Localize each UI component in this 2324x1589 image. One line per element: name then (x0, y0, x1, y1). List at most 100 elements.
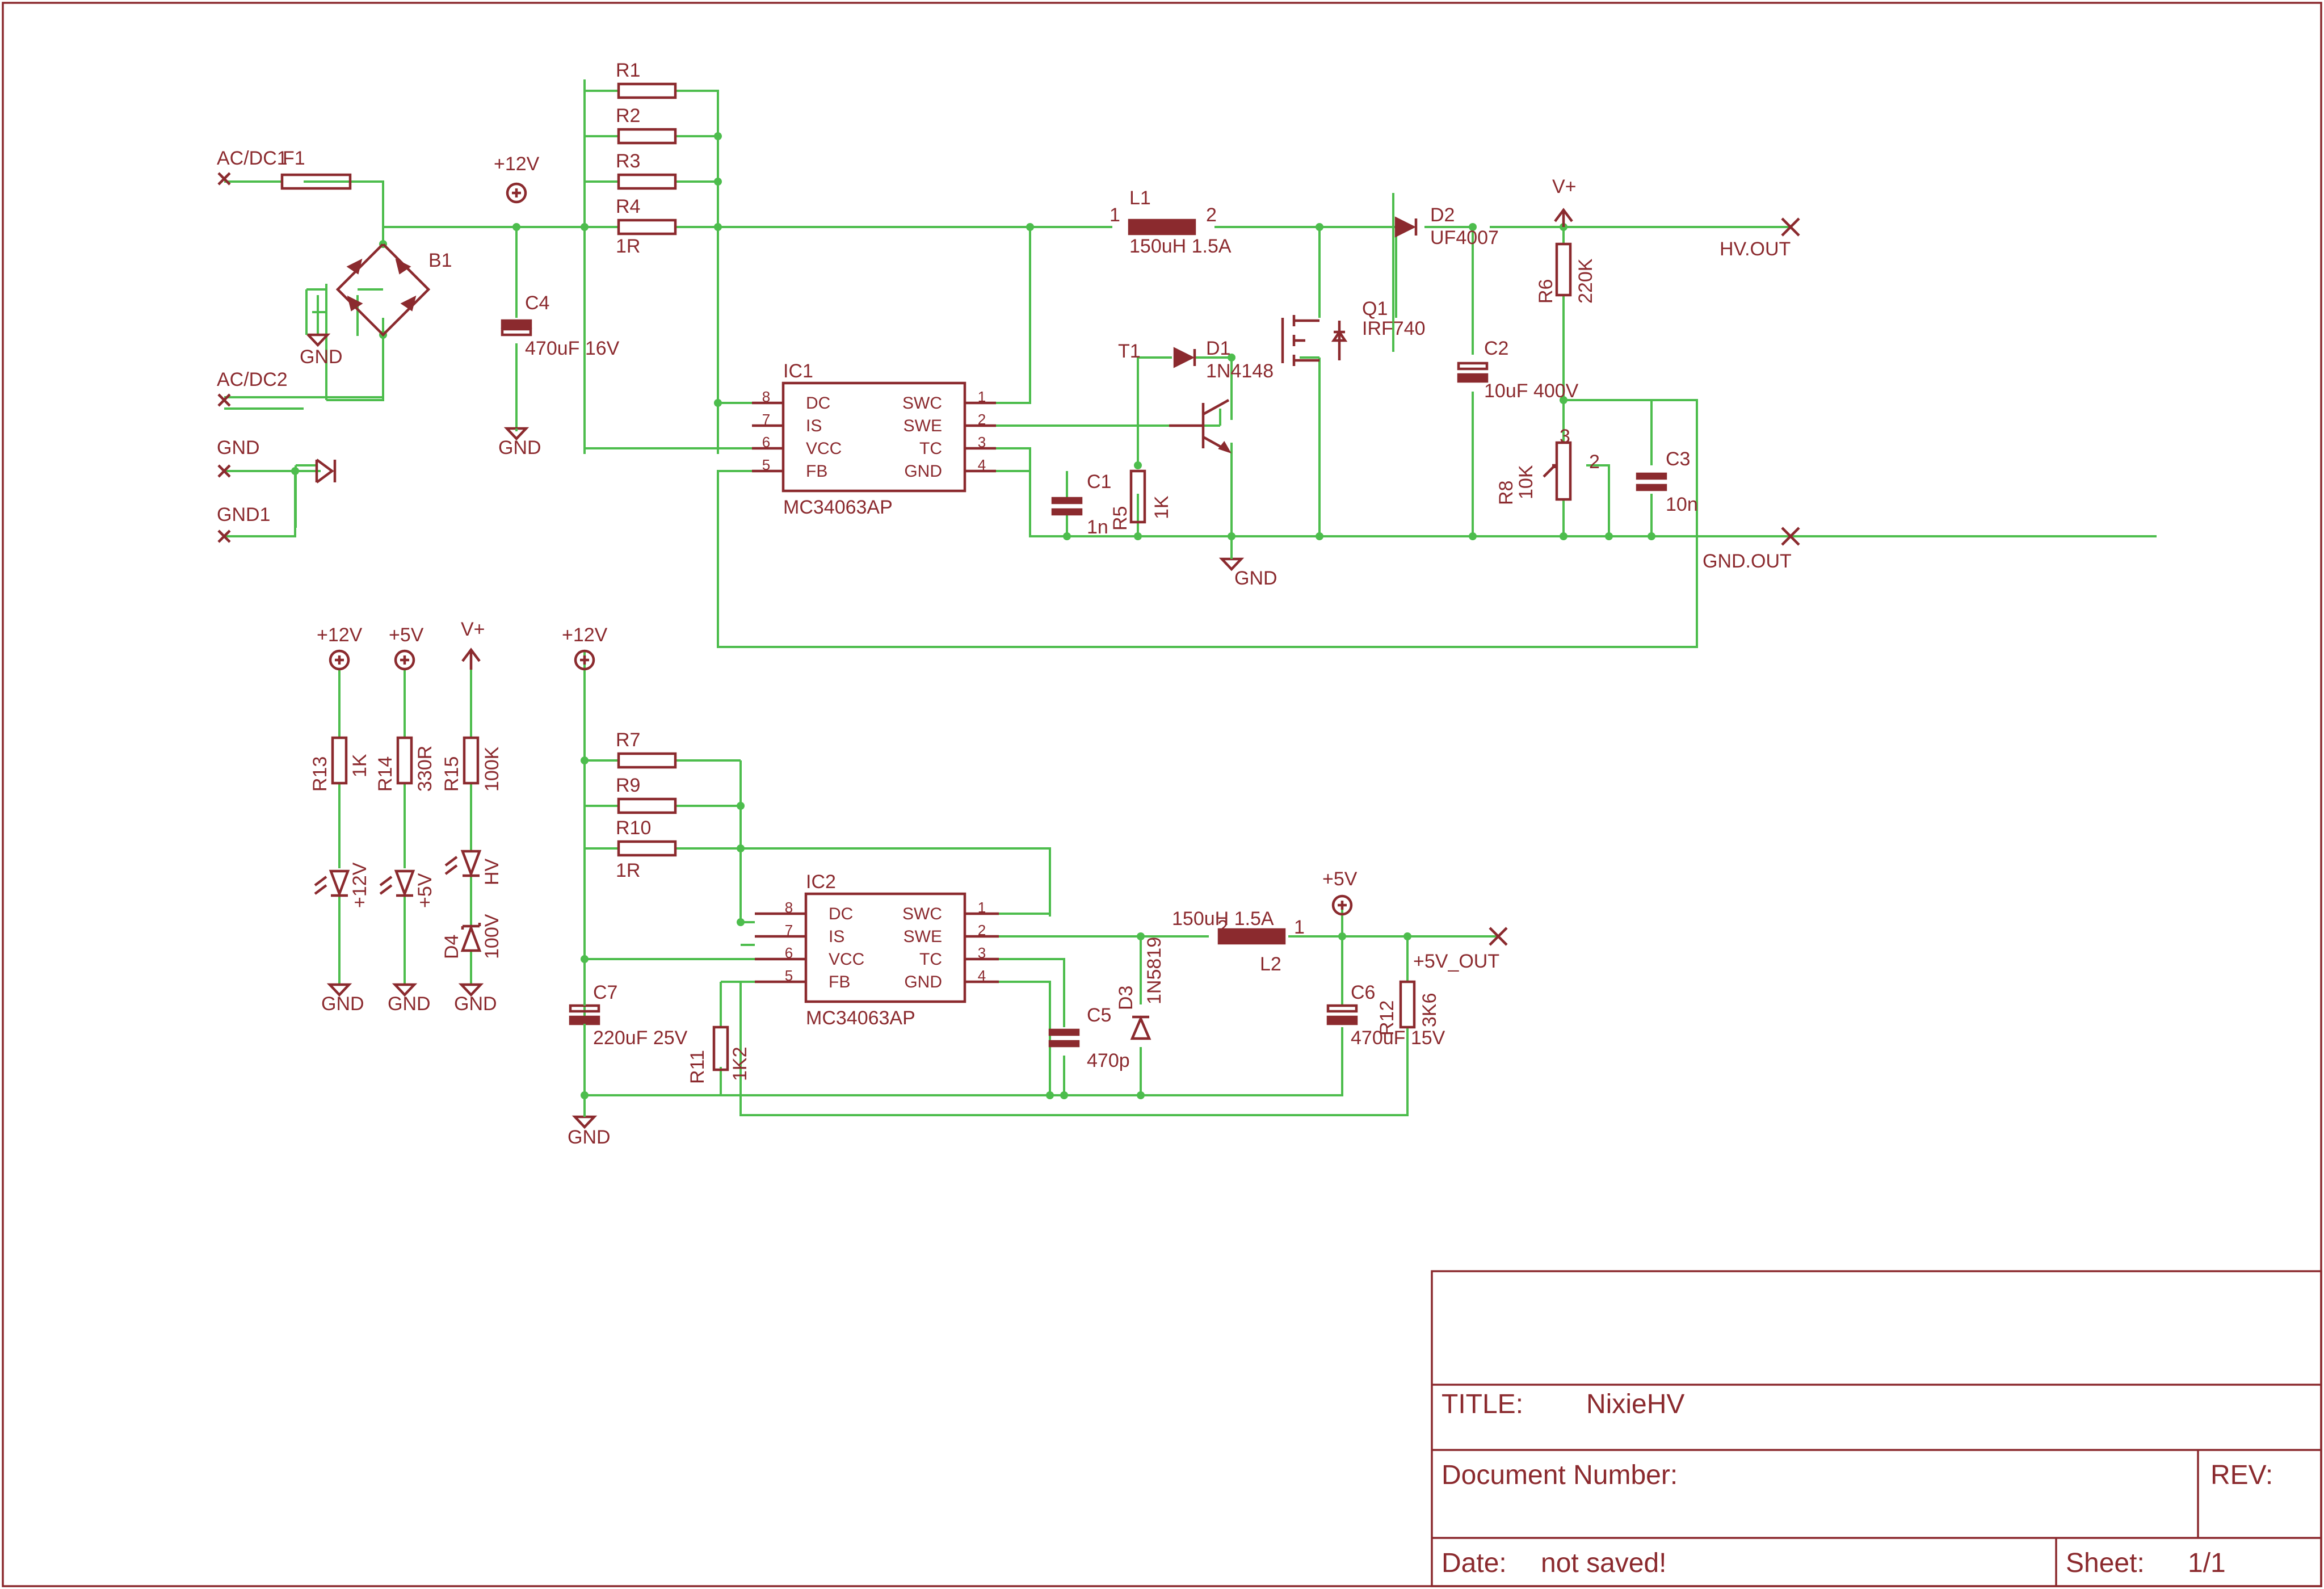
fuse-f1 (280, 173, 352, 190)
capacitor-c4 (501, 319, 532, 337)
label-12v-top: +12V (494, 153, 540, 175)
label-c3: C3 (1666, 448, 1690, 470)
vplus-flag-top (1554, 208, 1573, 227)
label-t1: T1 (1118, 340, 1141, 362)
label-c7-val: 220uF 25V (593, 1027, 688, 1049)
ic2-pin-number-left: 5 (785, 967, 793, 984)
ic1-body (781, 381, 966, 493)
ic2-pin-number-right: 4 (978, 967, 986, 984)
label-vplus-led: V+ (461, 619, 485, 640)
resistors-r1-r4 (617, 82, 677, 236)
resistor-r5 (1129, 469, 1146, 524)
label-led-12v: +12V (349, 862, 371, 908)
label-5v-out-flag: +5V (1322, 868, 1358, 890)
ic2-pin-number-left: 6 (785, 944, 793, 961)
label-d2-val: UF4007 (1430, 227, 1499, 249)
label-led-5v: +5V (414, 873, 436, 908)
ic2-pin-name-left: DC (829, 905, 853, 923)
label-r7: R7 (616, 729, 640, 751)
title-label: TITLE: (1442, 1389, 1523, 1419)
label-c3-val: 10n (1666, 494, 1698, 515)
vplus-flag-led (461, 648, 481, 670)
label-r14-val: 330R (414, 746, 436, 792)
ic2-pin-name-left: VCC (829, 950, 864, 969)
ic2-pin-name-right: SWC (902, 905, 942, 923)
ic1-pin-number-right: 4 (978, 456, 986, 473)
label-r8-pin2: 2 (1589, 451, 1600, 473)
resistor-r12 (1399, 980, 1416, 1029)
ic1-pin-number-right: 1 (978, 388, 986, 405)
label-l1-val: 150uH 1.5A (1129, 236, 1232, 257)
label-c2: C2 (1484, 338, 1508, 359)
label-r15: R15 (441, 756, 463, 792)
inductor-l1 (1128, 218, 1196, 236)
label-gnd-out: GND.OUT (1703, 550, 1792, 572)
ic2-pin-name-left: IS (829, 927, 844, 946)
label-led-hv: HV (481, 858, 503, 885)
date-value: not saved! (1541, 1548, 1666, 1578)
mosfet-q1 (1281, 315, 1348, 366)
ic1-pin-number-left: 6 (762, 434, 770, 451)
label-gnd-c4: GND (498, 437, 541, 459)
label-l2-val: 150uH 1.5A (1172, 908, 1274, 930)
sheet-value: 1/1 (2188, 1548, 2226, 1578)
label-r11: R11 (687, 1050, 708, 1084)
label-gnd-ic2: GND (568, 1126, 611, 1148)
ic2-pin-number-left: 8 (785, 899, 793, 916)
label-d4: D4 (441, 935, 463, 959)
label-c6-val: 470uF 15V (1351, 1027, 1445, 1049)
label-l1: L1 (1129, 187, 1151, 209)
label-ic1-part: MC34063AP (783, 497, 893, 518)
label-r6-val: 220K (1575, 258, 1596, 304)
date-label: Date: (1442, 1548, 1507, 1578)
nets (224, 79, 2157, 1116)
label-r3: R3 (616, 150, 640, 172)
capacitor-c2 (1457, 361, 1489, 383)
ic2-pin-number-right: 1 (978, 899, 986, 916)
ic1-pin-name-left: DC (806, 394, 830, 413)
ic1-pins (752, 401, 996, 473)
ic1-pin-name-right: SWC (902, 394, 942, 413)
ic1-pin-number-left: 5 (762, 456, 770, 473)
power-flag-5v-led (394, 649, 415, 671)
ic2-pin-name-right: SWE (903, 927, 942, 946)
label-d3-val: 1N5819 (1144, 937, 1165, 1004)
ic2-pin-name-left: FB (829, 973, 850, 991)
ic1-pin-name-right: SWE (903, 417, 942, 435)
led-symbols (314, 850, 482, 898)
label-l2: L2 (1260, 953, 1281, 975)
label-l2-pin2: 2 (1217, 917, 1228, 938)
connector-marks (217, 172, 1800, 946)
label-d2: D2 (1430, 204, 1455, 226)
label-acdc1: AC/DC1 (217, 148, 288, 169)
label-r1: R1 (616, 60, 640, 81)
label-ic2-part: MC34063AP (806, 1007, 915, 1029)
power-flag-12v-top (506, 182, 527, 204)
label-q1: Q1 (1362, 298, 1388, 320)
ic2-pin-number-right: 2 (978, 922, 986, 939)
label-r8: R8 (1495, 481, 1517, 505)
ic1-pin-number-left: 8 (762, 388, 770, 405)
ic2-pin-number-right: 3 (978, 944, 986, 961)
resistor-r11 (712, 1025, 729, 1071)
label-r2: R2 (616, 105, 640, 127)
label-c4-val: 470uF 16V (525, 338, 620, 359)
ic1-pin-number-right: 3 (978, 434, 986, 451)
label-l1-pin1: 1 (1110, 204, 1120, 226)
gnd-flag-input (315, 459, 337, 484)
label-c2-val: 10uF 400V (1484, 380, 1579, 402)
potentiometer-r8 (1543, 441, 1572, 501)
rev-label: REV: (2210, 1460, 2273, 1490)
label-d3: D3 (1115, 986, 1137, 1010)
ic1-pin-name-left: IS (806, 417, 822, 435)
label-c6: C6 (1351, 982, 1375, 1003)
label-q1-val: IRF740 (1362, 318, 1426, 339)
diode-d2 (1394, 216, 1418, 238)
capacitor-c5 (1048, 1028, 1080, 1048)
label-d4-val: 100V (481, 914, 503, 959)
label-gnd-led3: GND (454, 993, 497, 1015)
label-hv-out: HV.OUT (1720, 238, 1791, 260)
